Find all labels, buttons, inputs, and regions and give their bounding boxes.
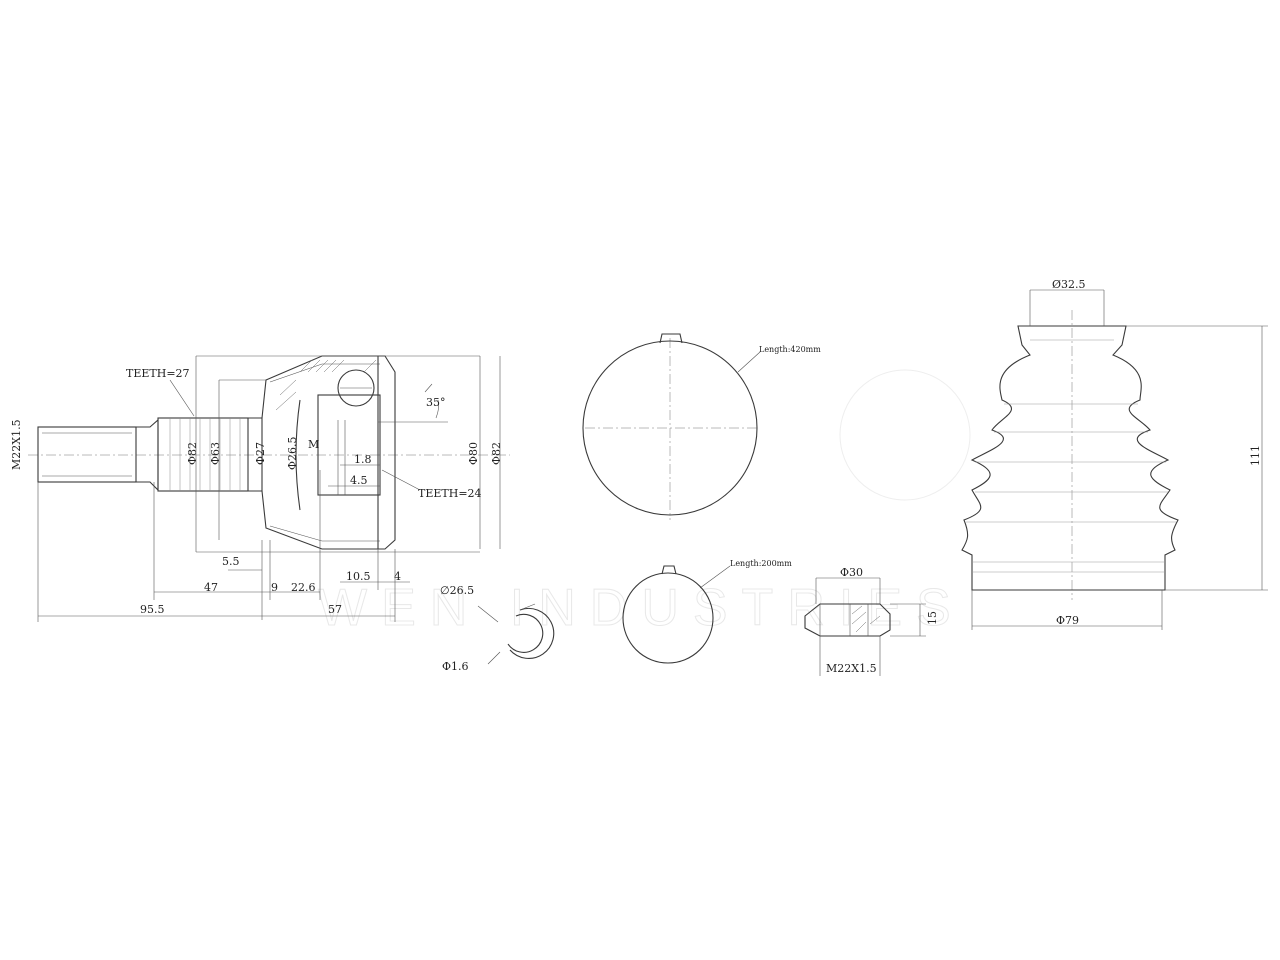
dia-27-label: Φ27	[254, 442, 267, 465]
dim-1-8-label: 1.8	[354, 453, 372, 466]
dia-82-shaft-label: Φ82	[186, 442, 199, 465]
dia-80-label: Φ80	[467, 442, 480, 465]
dim-95-5-label: 95.5	[140, 603, 165, 616]
boot-drawing	[961, 289, 1268, 630]
watermark-ring	[839, 369, 971, 501]
nut-dia-label: Φ30	[840, 566, 863, 579]
large-clamp-length-label: Length:420mm	[759, 345, 821, 354]
circlip-drawing	[477, 603, 555, 665]
circlip-dia-label: ∅26.5	[440, 584, 474, 597]
marker-m: M	[308, 438, 319, 451]
small-clamp-length-label: Length:200mm	[730, 559, 792, 568]
teeth-27-label: TEETH=27	[126, 367, 190, 380]
dia-63-label: Φ63	[209, 442, 222, 465]
dia-26-5-label: Φ26.5	[286, 436, 299, 470]
dim-5-5-label: 5.5	[222, 555, 240, 568]
small-clamp-drawing	[622, 565, 731, 664]
boot-bottom-dia-label: Φ79	[1056, 614, 1079, 627]
dim-57-label: 57	[328, 603, 342, 616]
boot-height-label: 111	[1249, 445, 1262, 466]
dia-82-label: Φ82	[490, 442, 503, 465]
dim-22-6-label: 22.6	[291, 581, 316, 594]
watermark: WEN INDUSTRIES	[318, 579, 965, 637]
dim-47-label: 47	[204, 581, 218, 594]
angle-label: 35°	[426, 396, 446, 409]
dim-4-5-label: 4.5	[350, 474, 368, 487]
nut-thread-label: M22X1.5	[826, 662, 877, 675]
teeth-24-label: TEETH=24	[418, 487, 482, 500]
dim-10-5-label: 10.5	[346, 570, 371, 583]
thread-label: M22X1.5	[10, 419, 23, 470]
nut-drawing	[804, 577, 926, 676]
large-clamp-drawing	[582, 333, 761, 520]
cv-joint-drawing	[28, 355, 510, 550]
boot-top-dia-label: Ø32.5	[1052, 278, 1086, 291]
cv-joint-dimension-lines	[37, 355, 501, 622]
dim-4-label: 4	[394, 570, 401, 583]
circlip-wire-label: Φ1.6	[442, 660, 469, 673]
nut-height-label: 15	[926, 611, 939, 625]
dim-9-label: 9	[271, 581, 278, 594]
